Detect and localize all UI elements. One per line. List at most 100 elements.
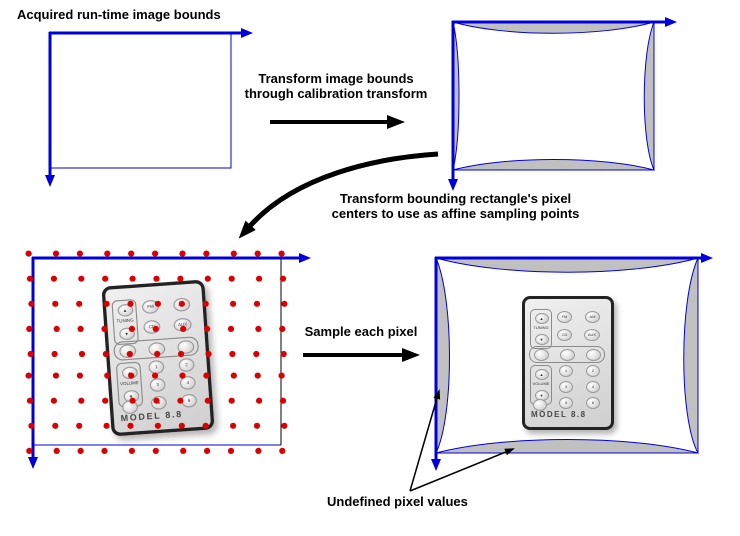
preset-button-1 [534,349,549,361]
sampling-point-dot [27,350,34,358]
panel-runtime-bounds [45,28,253,187]
preset-button-3 [177,339,195,355]
volume-label: VOLUME [532,381,550,386]
fm-button: FM [557,311,572,323]
extra-button [533,399,547,411]
sampling-point-dot [78,275,85,282]
tuning-label: TUNING [533,325,549,330]
sampling-point-dot [180,447,187,454]
sampling-point-dot [26,325,33,332]
sampling-point-dot [128,447,135,454]
sampling-point-dot [129,275,136,282]
tuning-up-button: ▲ [116,303,134,318]
sampling-point-dot [78,397,85,404]
sampling-point-dot [77,325,84,332]
tuning-down-button: ▼ [534,334,549,345]
undefined-pointer-arrow-right [409,448,515,492]
sampling-point-dot [281,422,288,429]
sampling-point-dot [255,325,262,332]
sampling-point-dot [152,447,159,454]
sampling-point-dot [230,422,237,429]
am-button: AM [172,297,191,312]
sampling-point-dot [53,447,60,454]
sampling-point-dot [253,422,261,429]
tuning-down-button: ▼ [118,327,135,341]
up-arrow-icon: ▲ [539,371,544,377]
sampling-point-dot [28,300,35,307]
sampling-point-dot [101,447,108,454]
sampling-point-dot [204,275,211,282]
sampling-point-dot [253,350,260,358]
sampling-point-dot [128,250,135,257]
digit-button-2: 2 [586,365,600,377]
sampling-point-dot [52,372,60,379]
digit-button-5: 5 [559,397,573,409]
undefined-pointer-arrow-left [409,389,441,492]
fm-button: FM [141,299,160,315]
sampling-point-dot [279,325,286,332]
volume-label: VOLUME [119,379,140,387]
sampling-point-dot [280,350,287,358]
sampling-point-dot [50,397,58,404]
sampling-point-dot [102,275,109,282]
down-arrow-icon: ▼ [124,330,129,337]
sampling-point-dot [229,350,236,358]
sampling-point-dot [255,447,262,454]
preset-button-1 [118,343,137,359]
panel-transformed-bounds [448,17,677,191]
digit-button-1: 1 [559,365,573,377]
sampling-point-dot [227,325,235,332]
sampling-point-dot [26,397,34,404]
sampling-point-dot [53,325,60,332]
sampling-point-dot [279,397,287,404]
transformed-image-outline-top [452,21,655,171]
sampling-point-dot [278,372,285,379]
aux-button: AUX [584,329,600,341]
preset-button-2 [147,341,166,357]
sampling-point-dot [76,250,83,257]
sampling-point-dot [104,250,111,257]
down-arrow-icon: ▼ [539,336,544,342]
digit-button-6: 6 [586,397,600,409]
sampling-point-dot [26,447,33,454]
sampling-point-dot [254,372,261,379]
digit-button-6: 6 [180,393,198,408]
aux-button: AUX [173,317,193,333]
sampling-point-dot [52,300,59,307]
tuning-up-button: ▲ [534,313,549,324]
sampling-point-dot [281,300,288,307]
digit-button-5: 5 [150,395,168,411]
sampling-point-dot [204,447,211,454]
sampling-point-dot [279,447,286,454]
sampling-point-dot [103,422,110,429]
sampling-step-label: Transform bounding rectangle's pixel cen… [331,191,580,221]
volume-group: ▲ VOLUME ▼ [530,365,552,405]
sampling-point-dot [78,350,86,358]
sampling-point-dot [52,250,60,257]
sampling-point-dot [76,372,83,379]
sampling-point-dot [253,300,261,307]
sampling-point-dot [227,447,235,454]
tuning-label: TUNING [116,317,134,324]
up-arrow-icon: ▲ [126,369,132,376]
sampling-point-dot [51,350,58,358]
sampling-point-dot [256,397,263,404]
sampling-point-dot [50,275,58,282]
sampling-point-dot [279,275,287,282]
sampling-point-dot [28,422,35,429]
digit-button-1: 1 [148,359,165,375]
sampling-point-dot [230,372,237,379]
digit-button-3: 3 [149,377,166,393]
remote-control-image-upright: ▲ TUNING ▼ FM AM CD AUX ▲ VOLUME ▼ 1 2 3… [522,296,614,430]
up-arrow-icon: ▲ [539,315,544,321]
digit-button-3: 3 [559,381,573,393]
sampling-point-dot [152,250,159,257]
sampling-point-dot [102,397,109,404]
sampling-point-dot [228,275,235,282]
model-label: MODEL 8.8 [531,410,587,419]
tuning-group: ▲ TUNING ▼ [530,309,552,349]
sampling-point-dot [230,250,237,257]
tuning-group: ▲ TUNING ▼ [111,298,140,346]
digit-button-4: 4 [179,375,197,391]
